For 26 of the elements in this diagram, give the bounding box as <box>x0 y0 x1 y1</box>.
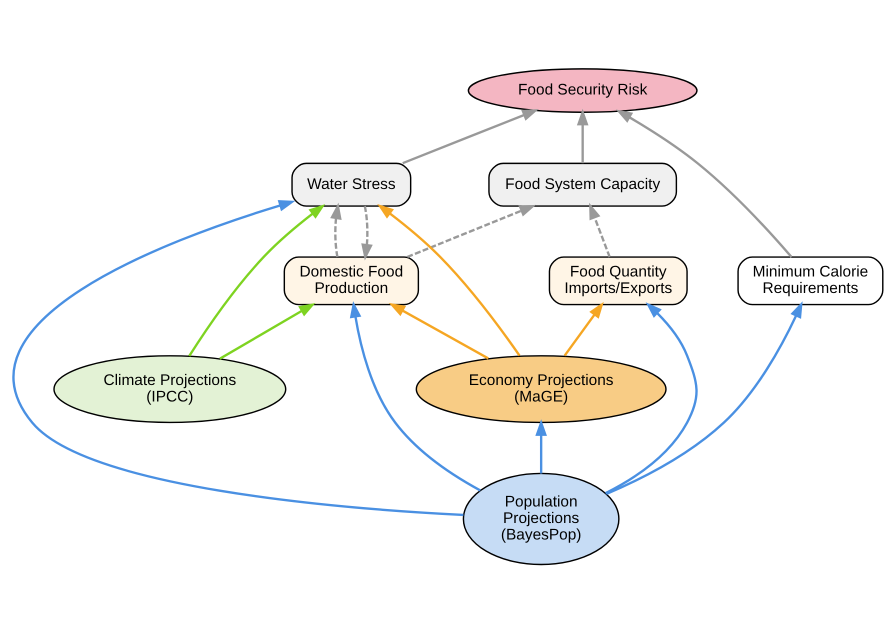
node-box: Food Quantity Imports/Exports <box>548 256 688 305</box>
node-box: Water Stress <box>291 162 412 206</box>
arrow <box>350 300 481 491</box>
arrow <box>377 203 520 356</box>
arrow <box>589 202 611 257</box>
arrow <box>406 204 536 258</box>
arrow <box>188 204 326 356</box>
node-box: Domestic Food Production <box>284 256 420 305</box>
arrow <box>606 300 803 495</box>
node-ellipse: Climate Projections (IPCC) <box>53 354 286 423</box>
arrow <box>330 202 342 257</box>
arrow <box>535 418 547 474</box>
arrow <box>616 108 792 258</box>
arrow <box>605 302 698 494</box>
arrow <box>12 200 464 516</box>
arrow <box>219 302 316 360</box>
arrow <box>576 108 588 163</box>
node-ellipse: Economy Projections (MaGE) <box>416 354 667 423</box>
node-ellipse: Population Projections (BayesPop) <box>462 472 620 565</box>
arrow <box>402 108 539 164</box>
node-box: Minimum Calorie Requirements <box>737 256 884 305</box>
node-ellipse: Food Security Risk <box>468 68 698 112</box>
arrow <box>361 205 373 260</box>
node-box: Food System Capacity <box>488 162 678 206</box>
arrow <box>564 301 604 356</box>
arrow <box>388 302 489 359</box>
